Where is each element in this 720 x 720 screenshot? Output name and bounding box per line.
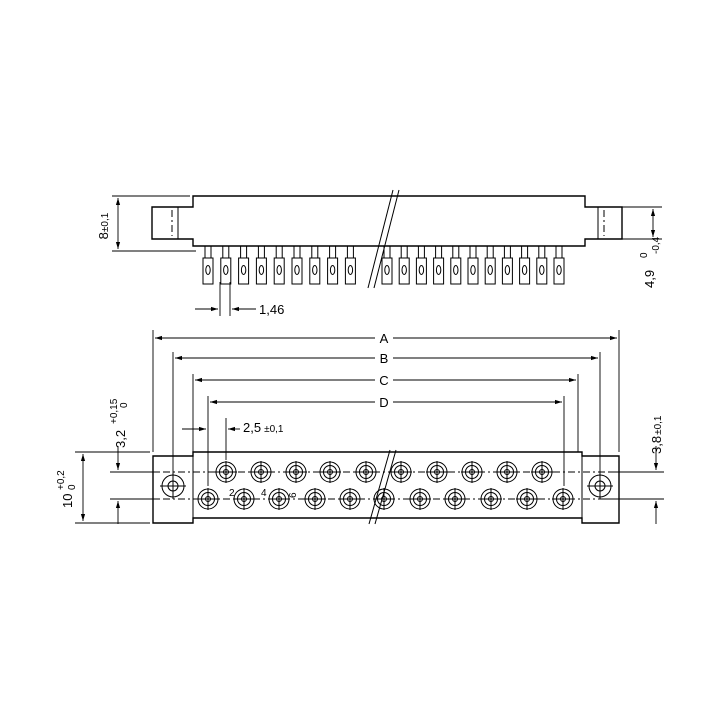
mount-tol-lower: 0 bbox=[119, 402, 130, 408]
contact bbox=[319, 461, 341, 483]
depth-tol-upper: 0 bbox=[639, 252, 650, 258]
dim-a-label: A bbox=[380, 331, 389, 346]
contact bbox=[444, 488, 466, 510]
contact bbox=[285, 461, 307, 483]
pin-number-2: 2 bbox=[229, 488, 235, 499]
left-mount-hole bbox=[160, 473, 186, 499]
side-pin bbox=[202, 246, 214, 285]
contact bbox=[215, 461, 237, 483]
pin-number-6: 6 bbox=[288, 492, 299, 498]
side-pin bbox=[484, 246, 496, 285]
contact bbox=[197, 488, 219, 510]
contact bbox=[516, 488, 538, 510]
contact bbox=[233, 488, 255, 510]
side-pin bbox=[220, 246, 232, 285]
side-view-pins bbox=[202, 246, 565, 285]
right-mount-hole bbox=[587, 473, 613, 499]
dim-b-label: B bbox=[380, 351, 389, 366]
break-line-side-a bbox=[367, 189, 394, 289]
contact bbox=[339, 488, 361, 510]
spacing-label: 2,5±0,1 bbox=[243, 420, 284, 435]
side-pin bbox=[273, 246, 285, 285]
contact bbox=[268, 488, 290, 510]
side-pin bbox=[291, 246, 303, 285]
depth-tol-lower: -0,4 bbox=[651, 236, 662, 254]
break-line-side-b bbox=[373, 189, 400, 289]
pin-number-4: 4 bbox=[261, 488, 267, 499]
contact bbox=[250, 461, 272, 483]
contact bbox=[426, 461, 448, 483]
contact bbox=[461, 461, 483, 483]
depth-label: 4,9 bbox=[642, 270, 657, 288]
side-view: 8±0,1 4,9 0 -0,4 1,46 bbox=[96, 189, 662, 317]
side-pin bbox=[381, 246, 393, 285]
side-pin bbox=[344, 246, 356, 285]
contact bbox=[531, 461, 553, 483]
contact bbox=[355, 461, 377, 483]
front-view-contacts bbox=[197, 461, 574, 510]
pitch-label: 1,46 bbox=[259, 302, 284, 317]
contact bbox=[496, 461, 518, 483]
break-line-front-b bbox=[374, 449, 397, 525]
side-pin bbox=[536, 246, 548, 285]
side-pin bbox=[309, 246, 321, 285]
side-pin bbox=[238, 246, 250, 285]
contact bbox=[390, 461, 412, 483]
break-line-front-a bbox=[368, 449, 391, 525]
side-pin bbox=[519, 246, 531, 285]
contact bbox=[480, 488, 502, 510]
side-pin bbox=[501, 246, 513, 285]
side-pin bbox=[467, 246, 479, 285]
contact bbox=[373, 488, 395, 510]
contact bbox=[304, 488, 326, 510]
side-pin bbox=[255, 246, 267, 285]
mount-tol-upper: +0,15 bbox=[109, 398, 120, 424]
mount-hole-label: 3,2 bbox=[113, 430, 128, 448]
dim-d-label: D bbox=[379, 395, 388, 410]
width-tol-lower: 0 bbox=[67, 484, 78, 490]
side-pin bbox=[398, 246, 410, 285]
dim-c-label: C bbox=[379, 373, 388, 388]
side-pin bbox=[450, 246, 462, 285]
contact bbox=[552, 488, 574, 510]
contact bbox=[409, 488, 431, 510]
front-view: 2 4 6 A B C D 2,5±0,1 bbox=[56, 330, 664, 525]
side-pin bbox=[327, 246, 339, 285]
width-label: 10 bbox=[60, 494, 75, 508]
width-tol-upper: +0,2 bbox=[56, 470, 67, 490]
side-pin bbox=[433, 246, 445, 285]
side-pin bbox=[553, 246, 565, 285]
row-offset-label: 3,8±0,1 bbox=[649, 415, 664, 454]
height-label: 8±0,1 bbox=[96, 212, 111, 239]
side-pin bbox=[415, 246, 427, 285]
